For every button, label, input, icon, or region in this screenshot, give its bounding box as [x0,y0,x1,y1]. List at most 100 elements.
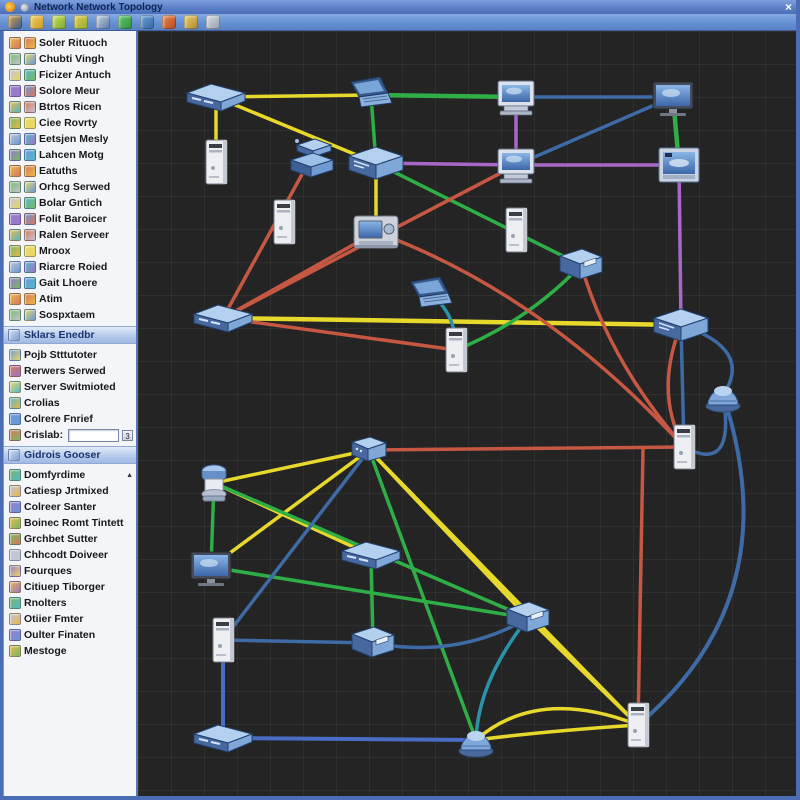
sidebar-item[interactable]: Rerwers Serwed [4,363,136,379]
sidebar-item[interactable]: Chubti Vingh [4,51,136,67]
toolbar-icon-9[interactable] [184,15,198,29]
network-link-red[interactable] [636,447,645,727]
device-printer[interactable] [350,626,396,658]
network-link-green[interactable] [367,448,478,742]
sidebar-section-header[interactable]: Gidrois Gooser [4,446,136,464]
sidebar-item[interactable]: Catiesp Jrtmixed [4,483,136,499]
device-router[interactable] [347,146,405,180]
network-link-yellow[interactable] [367,448,530,620]
device-tower[interactable] [445,327,468,373]
network-link-yellow[interactable] [209,448,371,569]
mini-input-button[interactable]: 3 [122,429,133,441]
toolbar-icon-2[interactable] [30,15,44,29]
network-link-blue[interactable] [514,95,675,167]
device-screen[interactable] [658,147,700,183]
network-link-blue[interactable] [221,638,375,645]
sidebar-item[interactable]: Crolias [4,395,136,411]
sidebar-item[interactable]: Bolar Gntich [4,195,136,211]
device-tower[interactable] [273,199,296,245]
sidebar-item[interactable]: Ciee Rovrty [4,115,136,131]
toolbar-icon-7[interactable] [140,15,154,29]
sidebar-item[interactable]: Colreer Santer [4,499,136,515]
device-switch[interactable] [340,541,402,570]
device-laptop[interactable] [410,276,453,308]
toolbar-icon-10[interactable] [206,15,220,29]
network-link-teal[interactable] [474,616,530,742]
network-link-yellow[interactable] [214,95,378,165]
sidebar-item[interactable]: Solore Meur [4,83,136,99]
sidebar-item[interactable]: Atim [4,291,136,307]
sidebar-item[interactable]: Domfyrdime▲ [4,467,136,483]
device-switch[interactable] [192,304,254,333]
device-tower[interactable] [505,207,528,253]
sidebar-item[interactable]: Rnolters [4,595,136,611]
sidebar-item[interactable]: Pojb Stttutoter [4,347,136,363]
sidebar-item[interactable]: Gait Lhoere [4,275,136,291]
network-link-red[interactable] [579,263,686,449]
sidebar-item[interactable]: Colrere Fnrief [4,411,136,427]
network-link-yellow[interactable] [474,723,640,742]
device-monitor[interactable] [652,81,694,116]
close-button[interactable]: × [784,0,792,14]
network-link-red[interactable] [374,230,686,449]
sidebar-item[interactable]: Lahcen Motg [4,147,136,163]
sidebar-item[interactable]: Oulter Finaten [4,627,136,643]
toolbar-icon-5[interactable] [96,15,110,29]
device-dome[interactable] [705,386,741,413]
toolbar-icon-6[interactable] [118,15,132,29]
device-tower[interactable] [627,702,650,748]
network-link-green[interactable] [374,161,583,267]
device-switch[interactable] [192,724,254,753]
network-link-purple[interactable] [673,163,688,330]
sidebar-item[interactable]: Fourques [4,563,136,579]
network-link-yellow[interactable] [526,616,640,727]
device-router[interactable] [652,308,710,342]
network-link-green[interactable] [454,263,583,352]
device-tower[interactable] [673,424,696,470]
sidebar-item[interactable]: Soler Rituoch [4,35,136,51]
network-link-yellow[interactable] [474,706,640,742]
sidebar-mini-input[interactable] [68,428,119,442]
device-printer[interactable] [558,248,604,280]
device-switch[interactable] [185,83,247,112]
topology-canvas[interactable] [138,31,796,796]
device-stack[interactable] [289,138,335,178]
sidebar-item[interactable]: Mroox [4,243,136,259]
network-link-yellow[interactable] [212,448,371,485]
sidebar-item[interactable]: Folit Baroicer [4,211,136,227]
sidebar-item[interactable]: Otiier Fmter [4,611,136,627]
network-link-blue[interactable] [371,616,530,650]
device-hub[interactable] [350,436,388,462]
network-link-royal[interactable] [221,736,478,742]
device-monitor[interactable] [190,551,232,586]
network-link-green[interactable] [368,92,519,100]
sidebar-item[interactable]: Citiuep Tiborger [4,579,136,595]
toolbar-icon-8[interactable] [162,15,176,29]
sidebar-item[interactable]: Btrtos Ricen [4,99,136,115]
sidebar-item[interactable]: Chhcodt Doiveer [4,547,136,563]
scroll-up-icon[interactable]: ▲ [126,471,133,479]
device-printer[interactable] [505,601,551,633]
network-link-red[interactable] [221,156,313,320]
sidebar-section-header[interactable]: Sklars Enedbr [4,326,136,344]
sidebar-item[interactable]: Eetsjen Mesly [4,131,136,147]
sidebar-item[interactable]: Ficizer Antuch [4,67,136,83]
device-desktop[interactable] [497,80,535,116]
sidebar-item[interactable]: Sospxtaem [4,307,136,323]
sidebar-item[interactable]: Mestoge [4,643,136,659]
network-link-blue[interactable] [221,448,371,642]
sidebar-item[interactable]: Boinec Romt Tintett [4,515,136,531]
sidebar-item[interactable]: Server Switmioted [4,379,136,395]
toolbar-icon-1[interactable] [8,15,22,29]
network-link-red[interactable] [367,445,686,452]
device-desktop[interactable] [497,148,535,184]
device-laptop[interactable] [350,76,393,108]
toolbar-icon-4[interactable] [74,15,88,29]
toolbar-icon-3[interactable] [52,15,66,29]
sidebar-item[interactable]: Riarcre Roied [4,259,136,275]
device-cooler[interactable] [201,464,227,502]
sidebar-item[interactable]: Eatuths [4,163,136,179]
device-crt[interactable] [353,215,399,249]
sidebar-item[interactable]: Grchbet Sutter [4,531,136,547]
device-dome[interactable] [458,731,494,758]
